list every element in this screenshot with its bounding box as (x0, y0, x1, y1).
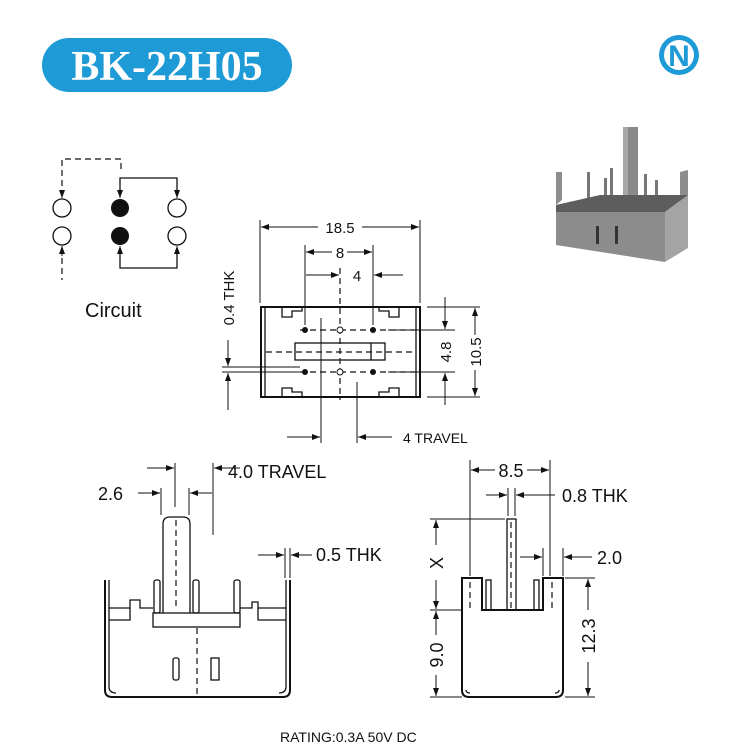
dim-actuator-width: 2.6 (98, 484, 123, 504)
dim-travel: 4 TRAVEL (403, 430, 468, 446)
top-view-drawing: 18.5 8 4 10.5 4.8 0.4 THK 4 TRAVEL (221, 220, 485, 446)
rating-text: RATING:0.3A 50V DC (280, 729, 417, 744)
side-view-drawing: 8.5 0.8 THK X 9.0 12.3 2.0 (427, 460, 628, 698)
dim-width: 18.5 (325, 220, 354, 237)
dim-actuator-height: X (427, 557, 447, 569)
product-photo (556, 127, 688, 262)
dim-pin-offset: 2.0 (597, 548, 622, 568)
circuit-diagram: Circuit (52, 158, 187, 322)
brand-logo: N (659, 35, 699, 75)
dim-body-height: 9.0 (427, 642, 447, 667)
dim-depth: 8.5 (498, 461, 523, 481)
dim-pin-pitch: 8 (336, 245, 344, 262)
dim-half-pitch: 4 (353, 268, 361, 285)
dim-frame-thickness: 0.5 THK (316, 545, 382, 565)
dim-row-spacing: 4.8 (438, 342, 455, 363)
dim-height: 10.5 (468, 337, 485, 366)
logo-letter: N (668, 40, 690, 73)
model-title: BK-22H05 (71, 44, 262, 90)
dim-thickness: 0.4 THK (221, 271, 238, 326)
dim-actuator-thickness: 0.8 THK (562, 486, 628, 506)
circuit-label: Circuit (85, 300, 142, 322)
model-title-badge: BK-22H05 (42, 38, 292, 92)
front-view-drawing: 4.0 TRAVEL 2.6 0.5 THK (98, 462, 382, 698)
dim-front-travel: 4.0 TRAVEL (228, 462, 326, 482)
dim-total-height: 12.3 (579, 618, 599, 653)
